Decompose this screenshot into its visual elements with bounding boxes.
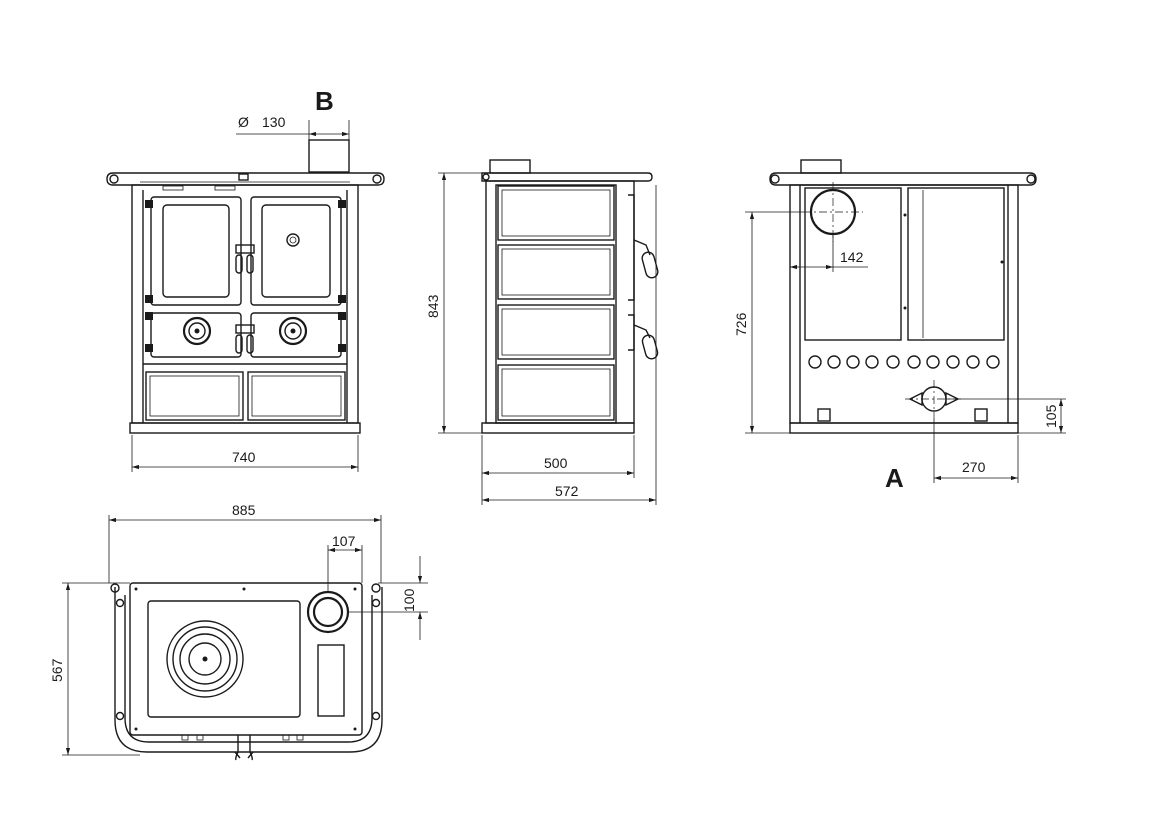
- depth-body-value: 500: [544, 455, 568, 471]
- dim-flue-height: 726: [733, 211, 803, 434]
- flue-offset-top-value: 107: [332, 533, 356, 549]
- dim-flue-offset-side: 142: [789, 234, 868, 272]
- dim-top-depth: 567: [49, 582, 140, 756]
- dim-air-inlet-offset: 270: [933, 418, 1019, 483]
- flue-offset-back-value: 100: [401, 588, 417, 612]
- dim-flue-offset-back: 100: [348, 556, 428, 640]
- dim-depth-total: 572: [482, 185, 657, 505]
- air-inlet-offset-value: 270: [962, 459, 986, 475]
- top-depth-value: 567: [49, 658, 65, 682]
- dim-depth-body: 500: [481, 435, 635, 505]
- dim-front-width: 740: [131, 435, 359, 472]
- flue-diameter-value: 130: [262, 114, 286, 130]
- depth-total-value: 572: [555, 483, 579, 499]
- top-width-value: 885: [232, 502, 256, 518]
- height-total-value: 843: [425, 294, 441, 318]
- diameter-symbol: Ø: [238, 114, 249, 130]
- flue-offset-side-value: 142: [840, 249, 864, 265]
- vent-hole-row: [808, 355, 1000, 369]
- top-view: [110, 582, 383, 761]
- view-label-b: B: [315, 86, 334, 116]
- view-label-a: A: [885, 463, 904, 493]
- front-view: [106, 139, 385, 434]
- dim-height-total: 843: [425, 172, 486, 434]
- rear-view: [769, 159, 1037, 434]
- front-width-value: 740: [232, 449, 256, 465]
- dim-air-inlet-height: 105: [946, 398, 1066, 434]
- dim-flue-offset-top: 107: [327, 533, 363, 592]
- air-inlet-height-value: 105: [1043, 404, 1059, 428]
- side-view: [481, 159, 659, 434]
- flue-height-value: 726: [733, 312, 749, 336]
- dim-flue-diameter: Ø 130: [236, 114, 350, 140]
- dim-top-width: 885: [108, 502, 382, 583]
